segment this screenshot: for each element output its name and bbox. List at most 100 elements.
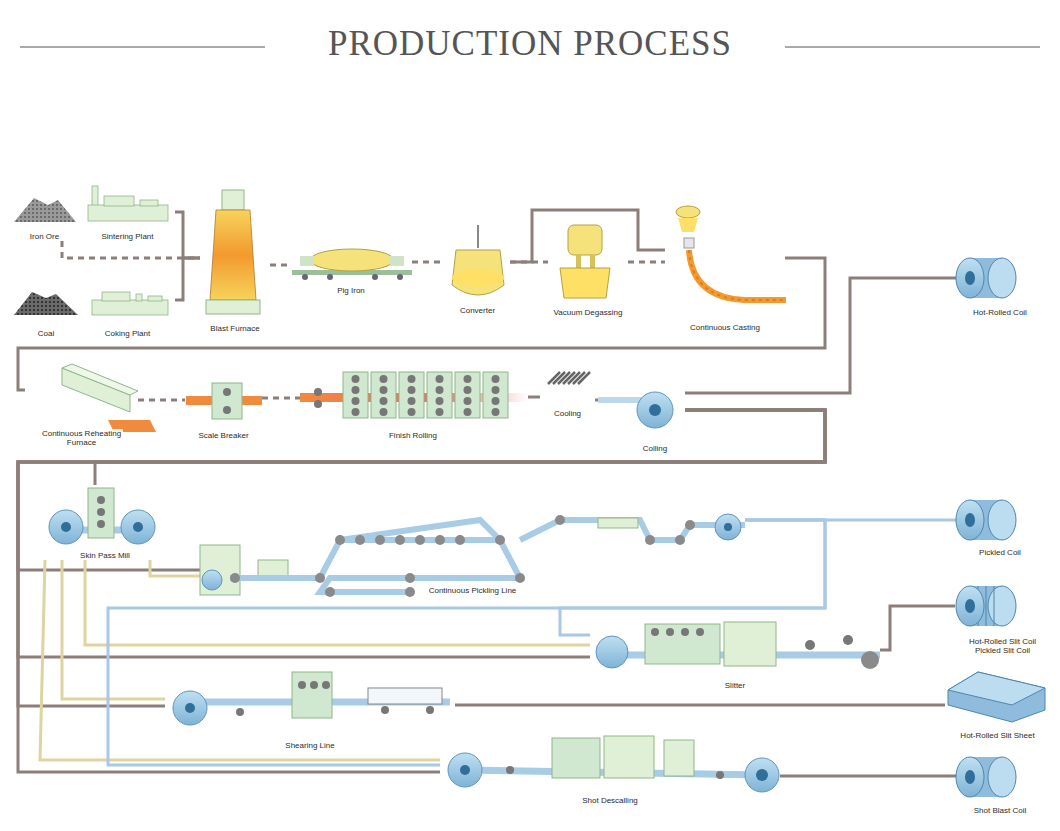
process-stage: Sintering Plant: [80, 185, 175, 241]
stage-label: Iron Ore: [29, 232, 60, 241]
process-stage: Iron Ore: [12, 193, 77, 241]
flow-line: [262, 397, 300, 400]
flow-line: [18, 410, 825, 772]
process-stage: Continuous Casting: [665, 205, 785, 332]
roller: [675, 535, 685, 545]
process-stage: Continuous Reheating Furnace: [25, 362, 138, 447]
roller: [436, 375, 444, 383]
roller: [335, 535, 345, 545]
mill-stand: [399, 372, 424, 418]
stage-label: Hot-Rolled Slit Sheet: [959, 731, 1035, 740]
process-stage: Hot-Rolled Slit Sheet: [945, 668, 1050, 740]
process-stage: Finish Rolling: [300, 370, 526, 440]
roller: [436, 397, 444, 405]
title-rule: [785, 47, 1040, 48]
pickling-line: [200, 514, 745, 597]
roller: [464, 397, 472, 405]
continuous-caster: [676, 206, 786, 300]
roller: [408, 386, 416, 394]
converter: [452, 225, 504, 295]
process-stage: Shot Descalling: [440, 730, 780, 805]
coil-face: [956, 500, 984, 540]
roller: [352, 397, 360, 405]
stage-label: Hot-Rolled Slit Coil Pickled Slit Coil: [961, 637, 1045, 655]
process-stage: Hot-Rolled Coil: [960, 255, 1040, 317]
stage-label: Shot Descalling: [581, 796, 639, 805]
coil-eye: [965, 271, 975, 285]
process-stage: Slitter: [590, 615, 880, 690]
scale-breaker: [186, 383, 262, 419]
coil-eye: [965, 770, 975, 784]
flow-line: [560, 520, 825, 635]
process-stage: Shot Blast Coil: [960, 752, 1040, 815]
stage-label: Scale Breaker: [197, 431, 249, 440]
roller: [405, 573, 415, 583]
roller: [464, 375, 472, 383]
process-stage: Converter: [445, 225, 510, 315]
roller: [436, 386, 444, 394]
flow-line: [62, 560, 165, 699]
cooling-rod: [578, 372, 590, 384]
title-bar: PRODUCTION PROCESS: [0, 24, 1060, 64]
mill-stand: [427, 372, 452, 418]
stage-label: Coking Plant: [104, 329, 151, 338]
stage-label: Pickled Coil: [978, 548, 1022, 557]
stage-label: Coal: [37, 329, 55, 338]
roller: [355, 535, 365, 545]
flow-line: [175, 212, 200, 258]
iron-ore-pile: [14, 198, 76, 222]
coal-pile: [14, 292, 78, 315]
roller: [395, 535, 405, 545]
roller: [315, 573, 325, 583]
roller: [405, 587, 415, 597]
mill-stand: [455, 372, 480, 418]
flow-line: [18, 258, 825, 390]
roller: [495, 535, 505, 545]
roller: [380, 386, 388, 394]
process-stage: Coal: [12, 290, 80, 338]
stage-label: Skin Pass Mill: [79, 551, 131, 560]
roller: [492, 408, 500, 416]
title: PRODUCTION PROCESS: [314, 24, 746, 63]
roller: [492, 386, 500, 394]
roller: [555, 515, 565, 525]
roller: [375, 535, 385, 545]
shot-descaler: [448, 736, 779, 792]
flow-line: [95, 410, 825, 485]
roller: [352, 408, 360, 416]
process-stage: Pig Iron: [290, 245, 412, 295]
blast-furnace: [206, 190, 260, 314]
roller: [464, 386, 472, 394]
sintering-plant: [88, 186, 168, 221]
coil-end: [988, 586, 1016, 626]
title-rule: [20, 47, 265, 48]
coil-end: [988, 757, 1016, 797]
roller: [408, 408, 416, 416]
mill-stand: [483, 372, 508, 418]
roller: [380, 397, 388, 405]
coil-face: [956, 586, 984, 626]
slitter: [596, 622, 880, 669]
coil-end: [988, 258, 1016, 298]
coil-end: [988, 500, 1016, 540]
flow-line: [62, 241, 200, 258]
roller: [380, 408, 388, 416]
roller: [380, 375, 388, 383]
stage-label: Continuous Reheating Furnace: [41, 429, 123, 447]
roller: [352, 375, 360, 383]
process-stage: Scale Breaker: [185, 380, 262, 440]
roller: [314, 388, 322, 396]
process-stage: Hot-Rolled Slit Coil Pickled Slit Coil: [955, 583, 1050, 655]
process-stage: Blast Furnace: [200, 188, 270, 333]
coil-face: [956, 757, 984, 797]
vacuum-degasser: [560, 225, 610, 298]
roller: [492, 397, 500, 405]
pig-iron-car: [292, 249, 412, 280]
stage-label: Blast Furnace: [209, 324, 260, 333]
slit-line: [994, 586, 995, 626]
flow-line: [18, 410, 825, 706]
process-stage: Continuous Pickling Line: [200, 500, 745, 595]
roller: [436, 408, 444, 416]
flow-line: [455, 704, 945, 707]
